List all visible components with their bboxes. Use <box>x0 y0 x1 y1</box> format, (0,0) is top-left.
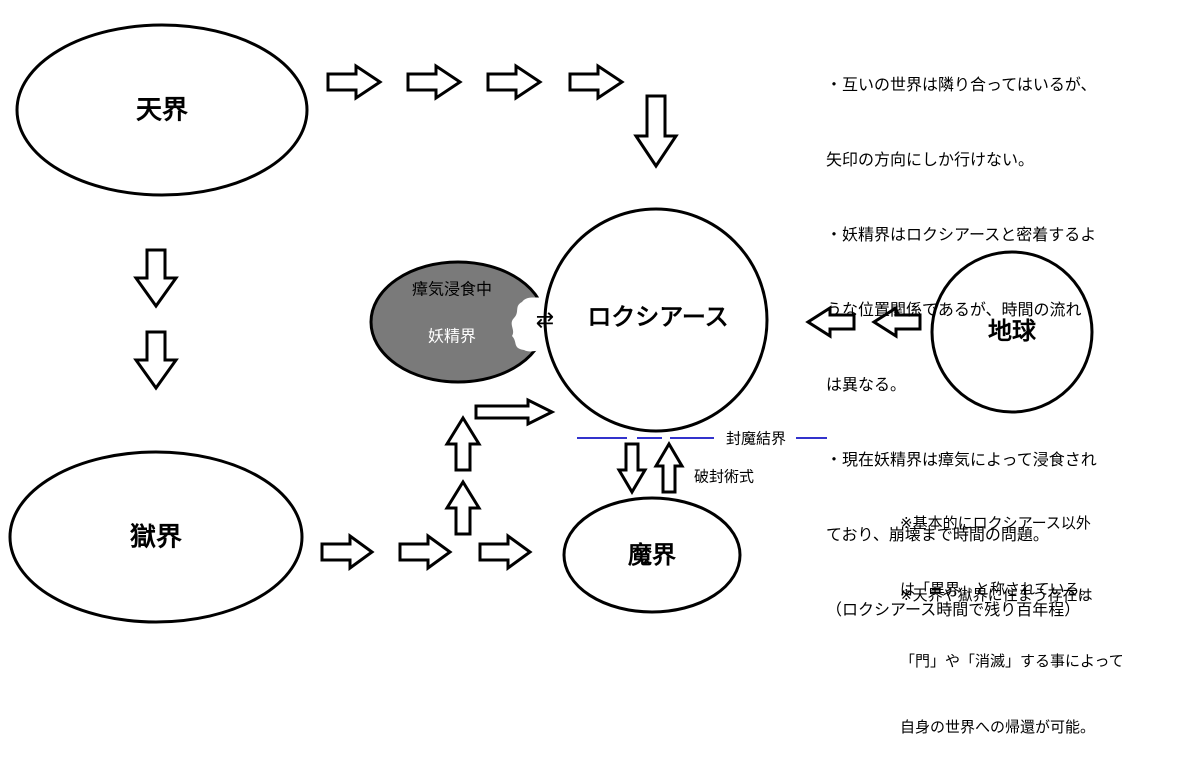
tenkai-label: 天界 <box>136 96 188 126</box>
note-line: は「異界」と称されている。 <box>900 580 1095 598</box>
swap-arrows-glyph: ⇄ <box>536 308 554 333</box>
arrow-right-bottom-3 <box>478 533 533 571</box>
arrow-down-left-2 <box>133 330 179 391</box>
note-line: ・妖精界はロクシアースと密着するよ <box>826 225 1097 244</box>
note-line: 矢印の方向にしか行けない。 <box>826 150 1035 169</box>
barrier-label: 封魔結界 <box>726 430 786 448</box>
arrow-right-top-1 <box>326 63 383 101</box>
note-line: は異なる。 <box>826 375 907 394</box>
tenkai-ellipse <box>15 23 309 197</box>
world-diagram: 天界 獄界 魔界 ロクシアース 地球 瘴気浸食中 妖精界 ⇄ 封魔結界 破封術式 <box>8 23 1094 624</box>
note-line: ・現在妖精界は瘴気によって浸食され <box>826 450 1097 469</box>
note-line: 「門」や「消滅」する事によって <box>900 652 1124 670</box>
note-line: 自身の世界への帰還が可能。 <box>900 718 1096 736</box>
note-line: ・互いの世界は隣り合ってはいるが、 <box>826 75 1097 94</box>
arrow-right-top-3 <box>486 63 543 101</box>
roxia-label: ロクシアース <box>587 303 728 331</box>
arrow-down-to-makai <box>616 442 648 495</box>
arrow-right-top-4 <box>568 63 625 101</box>
note-line: ※基本的にロクシアース以外 <box>900 514 1091 532</box>
note-line: （ロクシアース時間で残り百年程） <box>826 600 1081 619</box>
note-line: ※天界や獄界に住まう存在は <box>900 586 1093 604</box>
arrow-up-2 <box>444 415 482 472</box>
makai-ellipse <box>562 496 742 614</box>
break-seal-label: 破封術式 <box>694 468 754 486</box>
arrow-down-left-1 <box>133 248 179 309</box>
arrow-right-to-roxia <box>474 397 556 427</box>
yoseikai-label: 妖精界 <box>428 327 476 346</box>
arrow-up-from-makai <box>653 441 685 494</box>
roxia-circle <box>543 207 769 433</box>
arrow-left-chikyu-1 <box>871 305 922 339</box>
arrow-right-top-2 <box>406 63 463 101</box>
arrow-right-bottom-2 <box>398 533 453 571</box>
note-line: ており、崩壊まで時間の問題。 <box>826 525 1049 544</box>
arrow-up-1 <box>444 479 482 536</box>
gokukai-ellipse <box>8 450 304 624</box>
notes-bottom-2: ※天界や獄界に住まう存在は 「門」や「消滅」する事によって 自身の世界への帰還が… <box>900 540 1124 760</box>
chikyu-circle <box>930 250 1094 414</box>
arrow-right-bottom-1 <box>320 533 375 571</box>
makai-label: 魔界 <box>628 541 676 569</box>
chikyu-label: 地球 <box>988 317 1037 345</box>
arrow-down-to-roxia <box>633 94 679 169</box>
corrosion-area <box>511 296 548 352</box>
note-line: うな位置関係であるが、時間の流れ <box>826 300 1082 319</box>
notes-bottom-1: ※基本的にロクシアース以外 は「異界」と称されている。 <box>900 468 1095 622</box>
shouki-label: 瘴気浸食中 <box>412 280 492 299</box>
gokukai-label: 獄界 <box>130 523 182 553</box>
arrow-left-chikyu-2 <box>805 305 856 339</box>
notes-top: ・互いの世界は隣り合ってはいるが、 矢印の方向にしか行けない。 ・妖精界はロクシ… <box>826 22 1097 647</box>
